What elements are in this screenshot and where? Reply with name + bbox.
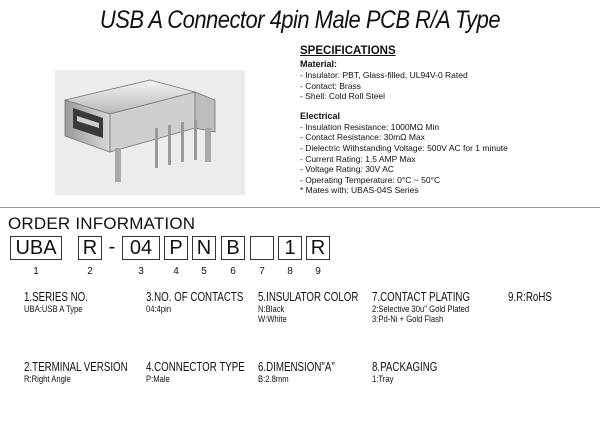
legend-item-connector: 4.CONNECTOR TYPE P:Male (146, 360, 273, 384)
legend-line: 04:4pin (146, 304, 172, 314)
pn-insulator-box: N (192, 236, 216, 260)
pn-index: 6 (230, 266, 236, 277)
pn-index: 4 (173, 266, 179, 277)
order-section (0, 207, 600, 438)
usb-connector-illustration (63, 79, 216, 182)
legend-item-rohs: 9.R:RoHS (508, 290, 564, 304)
spec-line: - Current Rating: 1.5 AMP Max (300, 153, 416, 164)
legend-line: 2:Selective 30u" Gold Plated (372, 304, 470, 314)
spec-line: * Mates with: UBAS-04S Series (300, 185, 419, 196)
legend-item-insulator: 5.INSULATOR COLOR N:Black W:White (258, 290, 387, 324)
legend-title: 6.DIMENSION"A" (258, 360, 335, 374)
spec-line: - Contact: Brass (300, 80, 361, 91)
specifications-heading: SPECIFICATIONS (300, 45, 396, 57)
spec-line: - Voltage Rating: 30V AC (300, 164, 395, 175)
pn-series-box: UBA (10, 236, 62, 260)
legend-title: 3.NO. OF CONTACTS (146, 290, 244, 304)
spec-line: - Dielectric Withstanding Voltage: 500V … (300, 142, 508, 153)
pn-dash: - (108, 236, 116, 258)
legend-line: 1:Tray (372, 374, 394, 384)
pn-index: 8 (287, 266, 293, 277)
spec-line: - Operating Temperature: 0°C ~ 50°C (300, 174, 441, 185)
legend-line: UBA:USB A Type (24, 304, 83, 314)
legend-title: 4.CONNECTOR TYPE (146, 360, 245, 374)
legend-item-terminal: 2.TERMINAL VERSION R:Right Angle (24, 360, 157, 384)
pn-dimension-box: B (221, 236, 245, 260)
pn-connector-box: P (164, 236, 188, 260)
legend-line: N:Black (258, 304, 285, 314)
legend-item-plating: 7.CONTACT PLATING 2:Selective 30u" Gold … (372, 290, 498, 324)
legend-item-contacts: 3.NO. OF CONTACTS 04:4pin (146, 290, 271, 314)
material-heading: Material: (300, 59, 338, 69)
specifications-panel: SPECIFICATIONS Material: - Insulator: PB… (300, 44, 590, 196)
pn-packaging-box: 1 (278, 236, 302, 260)
spec-line: - Shell: Cold Roll Steel (300, 91, 386, 102)
legend-line: B:2.8mm (258, 374, 289, 384)
legend-title: 9.R:RoHS (508, 290, 552, 304)
pn-index: 3 (138, 266, 144, 277)
legend-line: 3:Pd-Ni + Gold Flash (372, 314, 444, 324)
legend-line: P:Male (146, 374, 170, 384)
legend-line: W:White (258, 314, 287, 324)
pn-contacts-box: 04 (122, 236, 160, 260)
pn-index: 5 (201, 266, 207, 277)
order-title: ORDER INFORMATION (8, 214, 196, 233)
pn-index: 9 (315, 266, 321, 277)
pn-index: 7 (259, 266, 265, 277)
pn-plating-box (250, 236, 274, 260)
legend-item-series: 1.SERIES NO. UBA:USB A Type (24, 290, 106, 314)
spec-line: - Insulator: PBT, Glass-filled, UL94V-0 … (300, 70, 468, 80)
connector-photo (55, 70, 245, 195)
legend-item-dimension: 6.DIMENSION"A" B:2.8mm (258, 360, 356, 384)
spec-line: - Contact Resistance: 30mΩ Max (300, 132, 425, 143)
legend-item-packaging: 8.PACKAGING 1:Tray (372, 360, 456, 384)
legend-line: R:Right Angle (24, 374, 71, 384)
page-title: USB A Connector 4pin Male PCB R/A Type (99, 6, 501, 34)
pn-rohs-box: R (306, 236, 330, 260)
pn-terminal-box: R (78, 236, 102, 260)
legend-title: 8.PACKAGING (372, 360, 438, 374)
legend-title: 1.SERIES NO. (24, 290, 88, 304)
legend-title: 2.TERMINAL VERSION (24, 360, 128, 374)
pn-index: 2 (87, 266, 93, 277)
pn-index: 1 (33, 266, 39, 277)
legend-title: 7.CONTACT PLATING (372, 290, 471, 304)
legend-title: 5.INSULATOR COLOR (258, 290, 359, 304)
spec-line: - Insulation Resistance: 1000MΩ Min (300, 121, 440, 132)
electrical-heading: Electrical (300, 110, 341, 121)
